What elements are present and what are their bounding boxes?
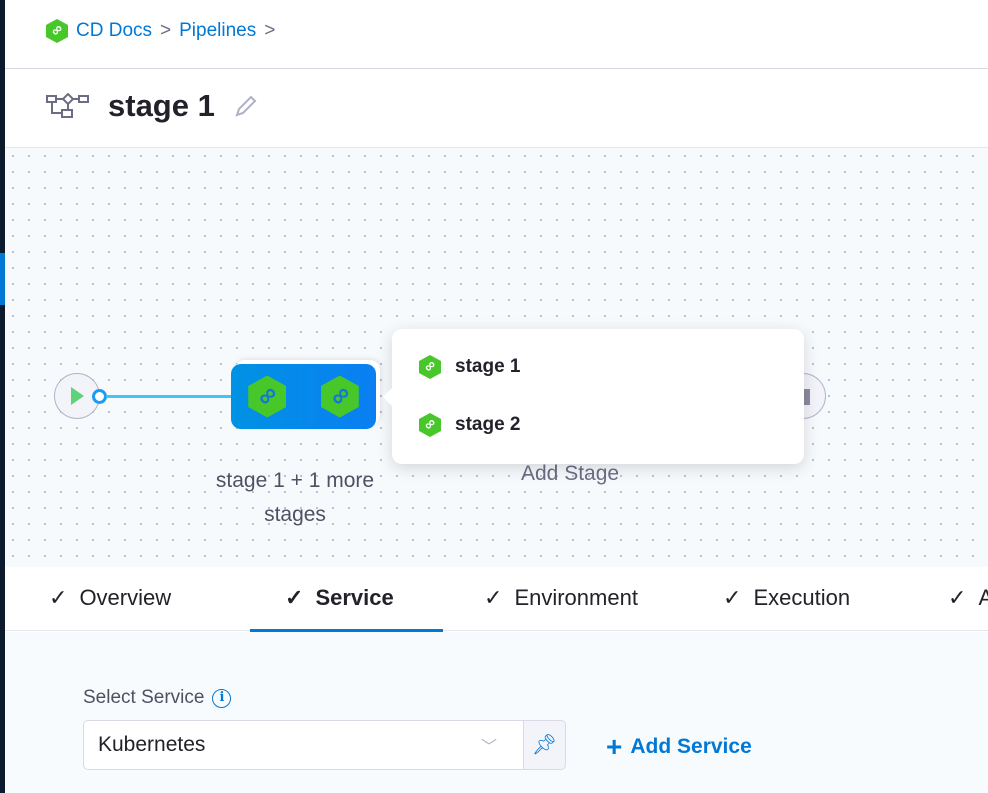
deploy-stage-icon	[320, 375, 359, 418]
check-icon: ✓	[723, 585, 742, 610]
deploy-stage-icon	[419, 413, 441, 437]
edit-pencil-icon[interactable]	[233, 93, 259, 119]
page-title: stage 1	[108, 88, 215, 123]
add-stage-label[interactable]: Add Stage	[521, 462, 620, 485]
breadcrumb-cd-docs[interactable]: CD Docs	[76, 20, 153, 41]
check-icon: ✓	[285, 585, 304, 610]
stage-group-label: stage 1 + 1 more stages	[215, 469, 375, 526]
chevron-down-icon: ﹀	[480, 739, 497, 756]
connector-dot	[92, 389, 107, 404]
left-nav-bar	[0, 0, 5, 793]
tab-execution[interactable]: ✓ Execution	[723, 585, 850, 611]
breadcrumb-separator: >	[160, 20, 172, 41]
tab-environment[interactable]: ✓ Environment	[484, 585, 638, 611]
breadcrumb: CD Docs > Pipelines >	[46, 18, 275, 44]
check-icon: ✓	[948, 585, 967, 610]
check-icon: ✓	[49, 585, 68, 610]
stage-tabs: ✓ Overview ✓ Service ✓ Environment ✓ Executi…	[5, 567, 988, 631]
plus-icon: +	[606, 731, 623, 762]
tab-label: Overview	[79, 585, 172, 610]
left-nav-active-indicator	[0, 253, 5, 305]
tab-advanced[interactable]: ✓A	[948, 585, 988, 611]
info-icon[interactable]: i	[212, 688, 232, 708]
service-select[interactable]: Kubernetes ﹀	[83, 720, 524, 770]
pipeline-start-node	[54, 373, 100, 419]
stage-group-node[interactable]	[231, 364, 376, 429]
popover-item-label: stage 1	[455, 356, 521, 377]
breadcrumb-separator: >	[264, 20, 276, 41]
active-tab-indicator	[250, 629, 443, 632]
select-service-label: Select Service i	[83, 687, 232, 709]
tab-label: A	[978, 585, 988, 610]
tab-label: Environment	[514, 585, 638, 610]
tab-service[interactable]: ✓ Service	[285, 585, 394, 611]
page-header: stage 1	[46, 88, 259, 124]
check-icon: ✓	[484, 585, 503, 610]
tab-label: Service	[315, 585, 394, 610]
popover-item-stage-1[interactable]: stage 1	[419, 355, 520, 379]
pin-icon[interactable]: 📌︎	[523, 720, 566, 770]
breadcrumb-pipelines[interactable]: Pipelines	[179, 20, 257, 41]
stage-group-popover: stage 1 stage 2	[383, 329, 804, 464]
label-text: Select Service	[83, 687, 205, 708]
deploy-stage-icon	[248, 375, 287, 418]
add-service-button[interactable]: + Add Service	[606, 731, 752, 763]
popover-item-stage-2[interactable]: stage 2	[419, 413, 520, 437]
popover-item-label: stage 2	[455, 414, 521, 435]
cd-module-icon	[46, 19, 68, 43]
deploy-stage-icon	[419, 355, 441, 379]
pipeline-stage-icon	[46, 93, 89, 118]
add-service-label: Add Service	[630, 735, 752, 758]
connector-line	[106, 395, 232, 398]
divider	[5, 68, 988, 69]
service-select-value: Kubernetes	[98, 733, 206, 756]
tab-label: Execution	[753, 585, 851, 610]
tab-overview[interactable]: ✓ Overview	[49, 585, 171, 611]
